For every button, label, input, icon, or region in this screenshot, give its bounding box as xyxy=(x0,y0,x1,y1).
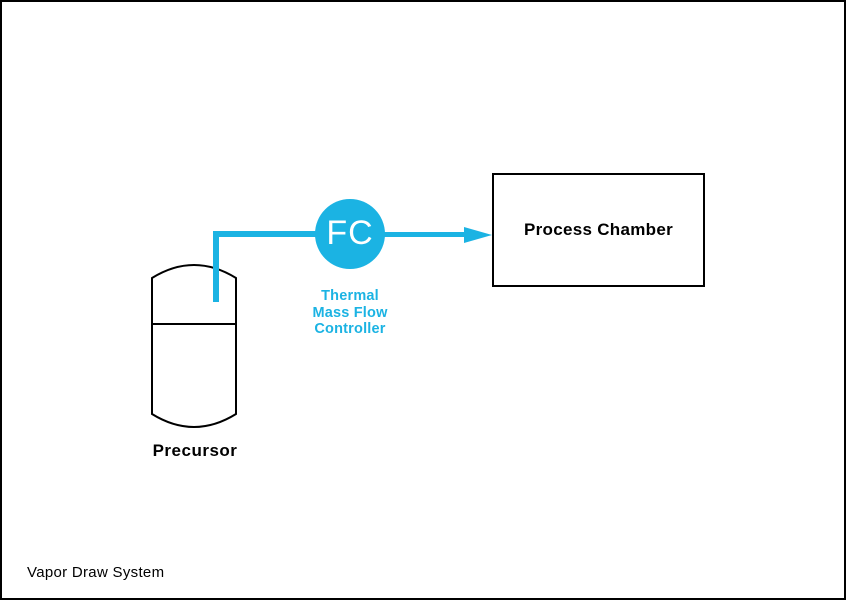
process-chamber-label: Process Chamber xyxy=(523,220,674,239)
diagram-title: Vapor Draw System xyxy=(27,564,165,581)
flow-controller-symbol: FC xyxy=(326,213,374,252)
precursor-vessel xyxy=(151,264,237,428)
caption-line-3: Controller xyxy=(314,321,386,337)
precursor-label: Precursor xyxy=(152,441,238,460)
flow-controller-node: FC xyxy=(315,199,385,269)
caption-line-2: Mass Flow xyxy=(312,304,388,321)
vessel-outline xyxy=(151,264,237,428)
flow-controller-caption: Thermal Mass Flow Controller xyxy=(265,288,435,338)
vapor-line xyxy=(213,231,353,237)
caption-line-1: Thermal xyxy=(321,288,379,304)
process-chamber-box: Process Chamber xyxy=(492,173,705,287)
flow-arrow-line xyxy=(382,232,467,237)
flow-arrow-head-icon xyxy=(464,227,492,243)
vapor-draw-tube xyxy=(213,231,219,302)
